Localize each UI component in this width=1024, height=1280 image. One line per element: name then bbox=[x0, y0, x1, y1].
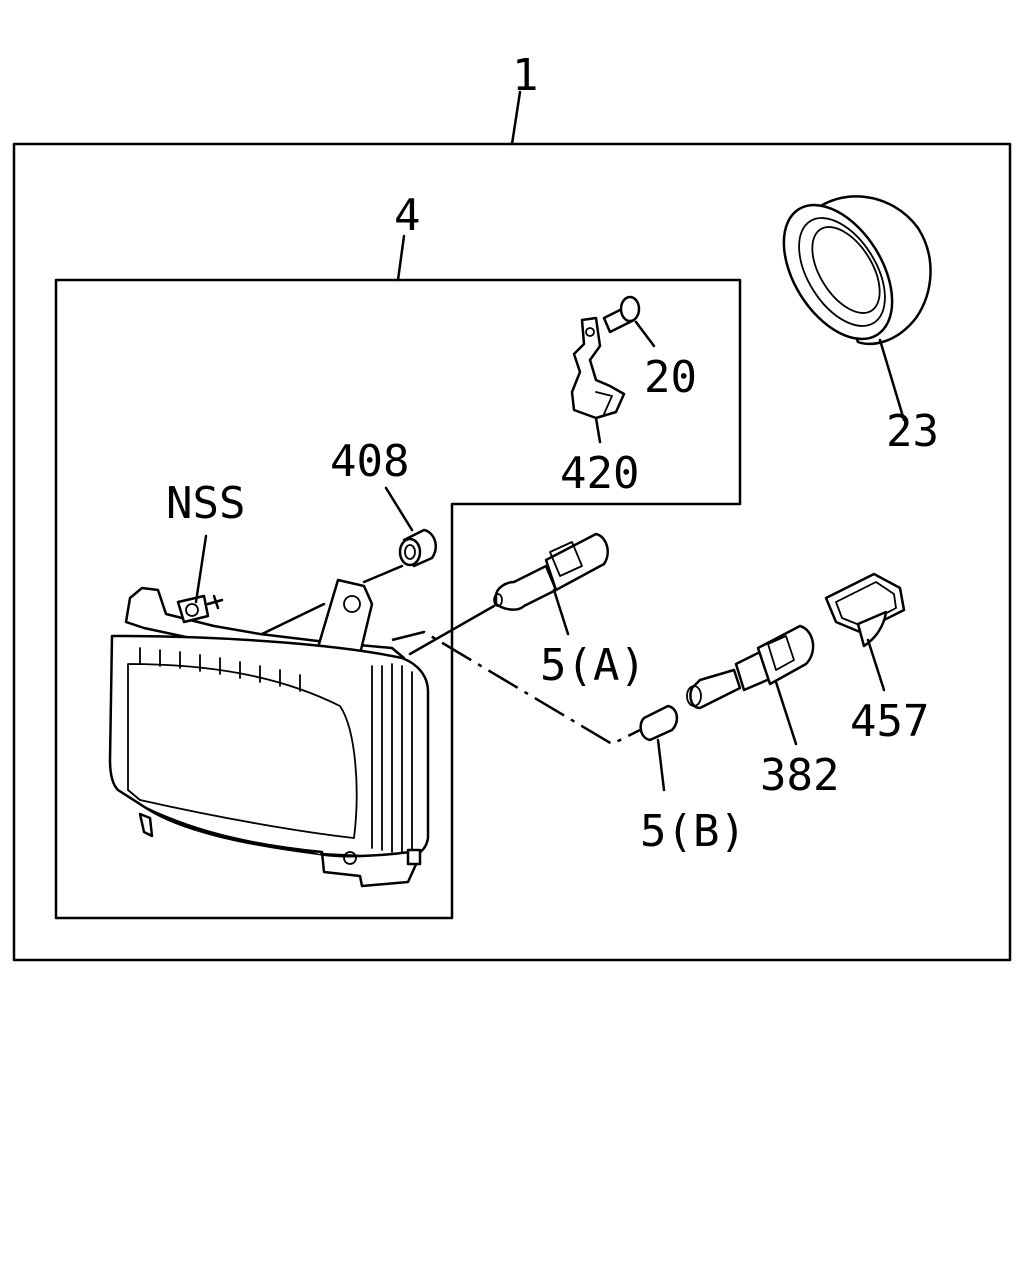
headlamp-housing bbox=[108, 534, 430, 888]
bracket-420 bbox=[570, 316, 626, 444]
label-bulb-a: 5(A) bbox=[540, 640, 646, 691]
bulb-5b bbox=[391, 630, 679, 792]
label-screw: 20 bbox=[644, 352, 697, 403]
label-ring: 23 bbox=[886, 406, 939, 457]
lamp-unit-frame bbox=[54, 234, 742, 920]
label-lamp-unit: 4 bbox=[394, 190, 421, 241]
label-bracket: 420 bbox=[560, 448, 639, 499]
grommet-408 bbox=[362, 486, 437, 584]
socket-382 bbox=[686, 624, 815, 746]
label-connector: 457 bbox=[850, 696, 929, 747]
nss-stud bbox=[176, 534, 224, 624]
label-bulb-b: 5(B) bbox=[640, 806, 746, 857]
label-socket: 382 bbox=[760, 750, 839, 801]
ring-23 bbox=[782, 195, 932, 422]
screw-20 bbox=[602, 295, 656, 348]
label-nss: NSS bbox=[166, 478, 245, 529]
assembly-frame bbox=[12, 90, 1012, 962]
bulb-5a bbox=[408, 532, 609, 656]
connector-457 bbox=[824, 572, 906, 692]
lens-ribs bbox=[139, 647, 413, 853]
label-assembly: 1 bbox=[512, 50, 539, 101]
label-grommet: 408 bbox=[330, 436, 409, 487]
